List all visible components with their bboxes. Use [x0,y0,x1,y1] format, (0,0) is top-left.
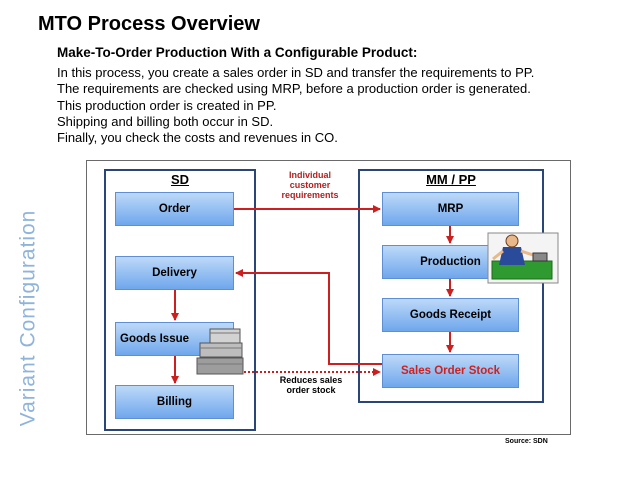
vertical-section-label: Variant Configuration [14,205,42,431]
slide-body-text: In this process, you create a sales orde… [57,65,534,146]
body-line: The requirements are checked using MRP, … [57,81,531,97]
sales-order-stock-box: Sales Order Stock [382,354,519,388]
body-line: This production order is created in PP. [57,97,277,113]
delivery-box: Delivery [115,256,234,290]
body-line: In this process, you create a sales orde… [57,65,535,80]
stock-boxes-icon [196,328,244,375]
stock-to-delivery-arrow [235,269,382,365]
diagram-graphics [171,205,559,384]
vertical-label-text: Variant Configuration [16,209,40,427]
annotation-line: customer [289,180,331,190]
worker-icon [487,232,559,284]
body-line: Shipping and billing both occur in SD. [57,113,274,129]
goods-receipt-box: Goods Receipt [382,298,519,332]
annotation-line: requirements [281,190,339,200]
order-box: Order [115,192,234,226]
slide-title: MTO Process Overview [38,13,260,35]
requirements-annotation: Individual customer requirements [260,170,360,200]
reduces-stock-annotation: Reduces sales order stock [259,375,363,395]
billing-box: Billing [115,385,234,419]
body-line: Finally, you check the costs and revenue… [57,130,338,146]
process-diagram: SD MM / PP Order Delivery Goods Issue Bi… [86,160,571,435]
sd-group-title: SD [170,172,190,187]
mmpp-group-title: MM / PP [426,172,476,187]
mrp-box: MRP [382,192,519,226]
slide-subtitle: Make-To-Order Production With a Configur… [57,45,418,60]
annotation-line: Individual [288,170,331,180]
annotation-line: order stock [286,385,336,395]
annotation-line: Reduces sales [279,375,343,385]
source-note: Source: SDN [505,438,548,445]
